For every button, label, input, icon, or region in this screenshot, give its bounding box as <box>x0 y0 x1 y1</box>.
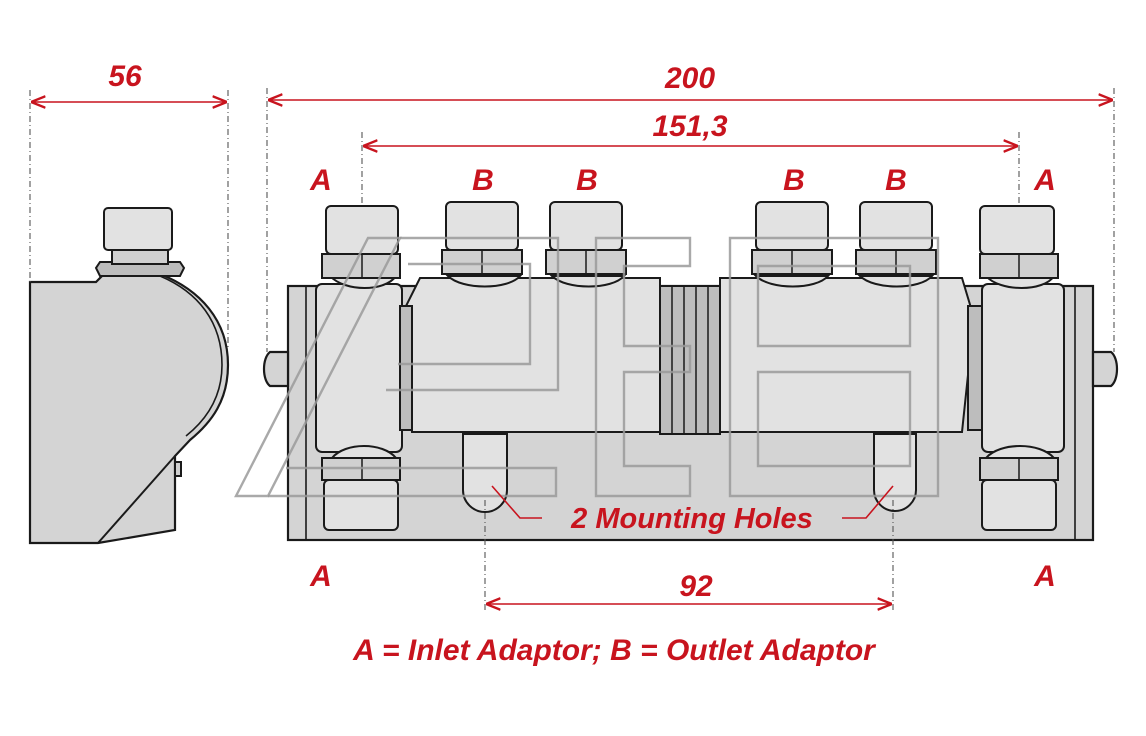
watermark-logo <box>234 236 940 498</box>
label-outlet-1: B <box>472 164 494 197</box>
dimension-lines <box>31 100 1113 604</box>
adaptor-bottom-a-right <box>979 445 1059 531</box>
label-inlet-bottom-left: A <box>309 560 332 593</box>
label-inlet-bottom-right: A <box>1033 560 1056 593</box>
left-stud <box>262 350 290 388</box>
dimension-56-text: 56 <box>108 60 142 93</box>
annotations: 56 200 151,3 92 A A A A B B B B 2 Mounti… <box>108 60 1056 667</box>
dimension-200-text: 200 <box>664 62 715 95</box>
label-inlet-top-left: A <box>309 164 332 197</box>
label-mounting-holes: 2 Mounting Holes <box>570 503 813 535</box>
label-inlet-top-right: A <box>1033 164 1056 197</box>
adaptor-top-b-1 <box>441 201 523 288</box>
top-adaptors <box>321 201 1059 289</box>
leader-line-left <box>491 485 542 519</box>
leader-line-right <box>842 485 894 519</box>
adaptor-top-a-right <box>979 205 1059 289</box>
bottom-adaptors <box>321 445 1059 531</box>
right-end-block <box>981 283 1065 453</box>
legend-text: A = Inlet Adaptor; B = Outlet Adaptor <box>352 634 877 667</box>
dimension-151-3-text: 151,3 <box>652 110 727 143</box>
extension-lines <box>29 88 1115 612</box>
label-outlet-2: B <box>576 164 598 197</box>
right-stud <box>1091 350 1119 388</box>
side-view <box>28 207 230 545</box>
left-end-block <box>315 283 403 453</box>
label-outlet-4: B <box>885 164 907 197</box>
dimension-92-text: 92 <box>679 570 713 603</box>
adaptor-top-b-3 <box>751 201 833 288</box>
adaptor-bottom-a-left <box>321 445 401 531</box>
adaptor-top-b-4 <box>855 201 937 288</box>
label-outlet-3: B <box>783 164 805 197</box>
adaptor-top-a-left <box>321 205 401 289</box>
